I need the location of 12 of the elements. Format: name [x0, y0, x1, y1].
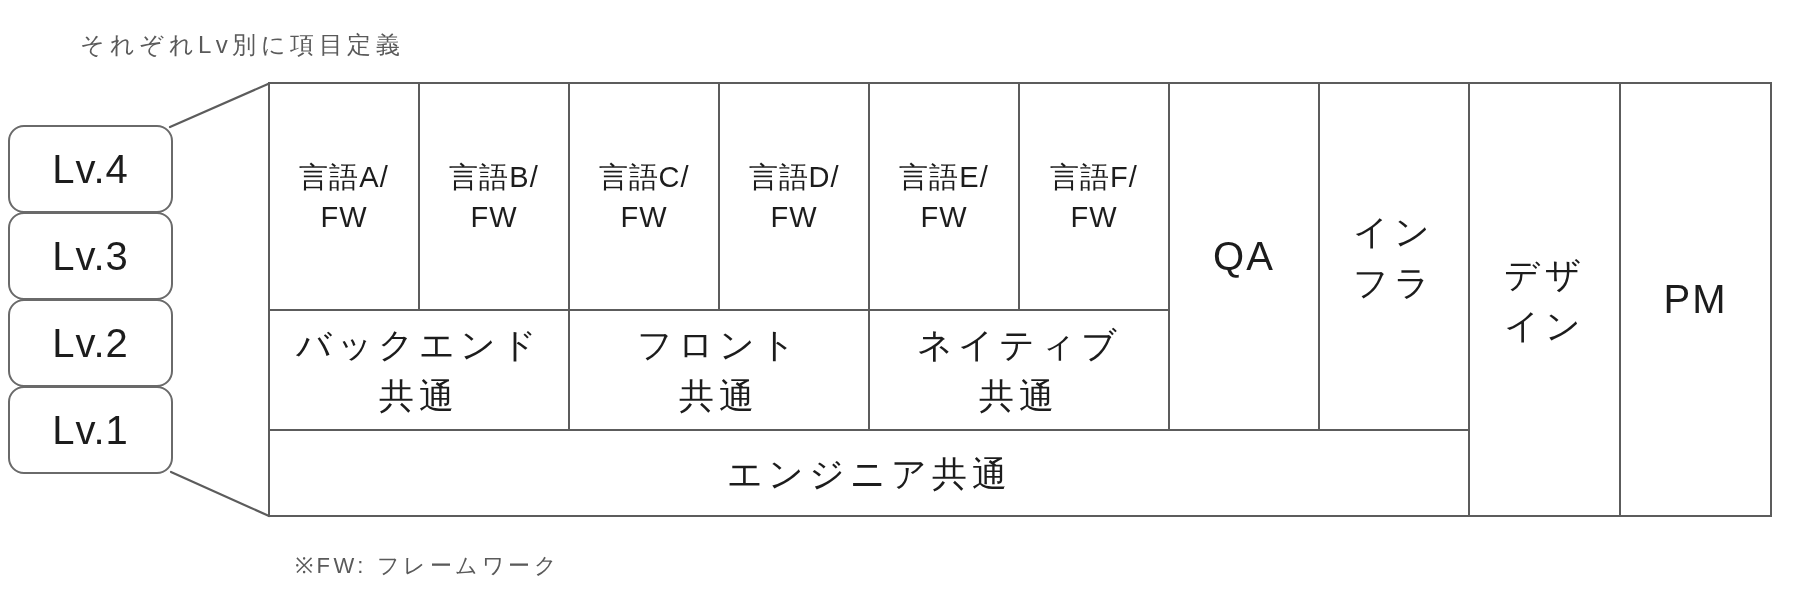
- connector-line: [168, 82, 270, 129]
- level-box: Lv.3: [8, 212, 173, 300]
- footnote-text: ※FW: フレームワーク: [295, 553, 561, 579]
- level-box: Lv.4: [8, 125, 173, 213]
- grid-cell: デザイン: [1467, 81, 1622, 518]
- grid-cell: エンジニア共通: [267, 428, 1471, 518]
- level-box: Lv.1: [8, 386, 173, 474]
- connector-line: [169, 470, 271, 518]
- level-box: Lv.2: [8, 299, 173, 387]
- note-text: それぞれLv別に項目定義: [80, 31, 405, 59]
- grid-cell: PM: [1618, 81, 1773, 518]
- grid-cell: 言語A/FW: [267, 81, 421, 312]
